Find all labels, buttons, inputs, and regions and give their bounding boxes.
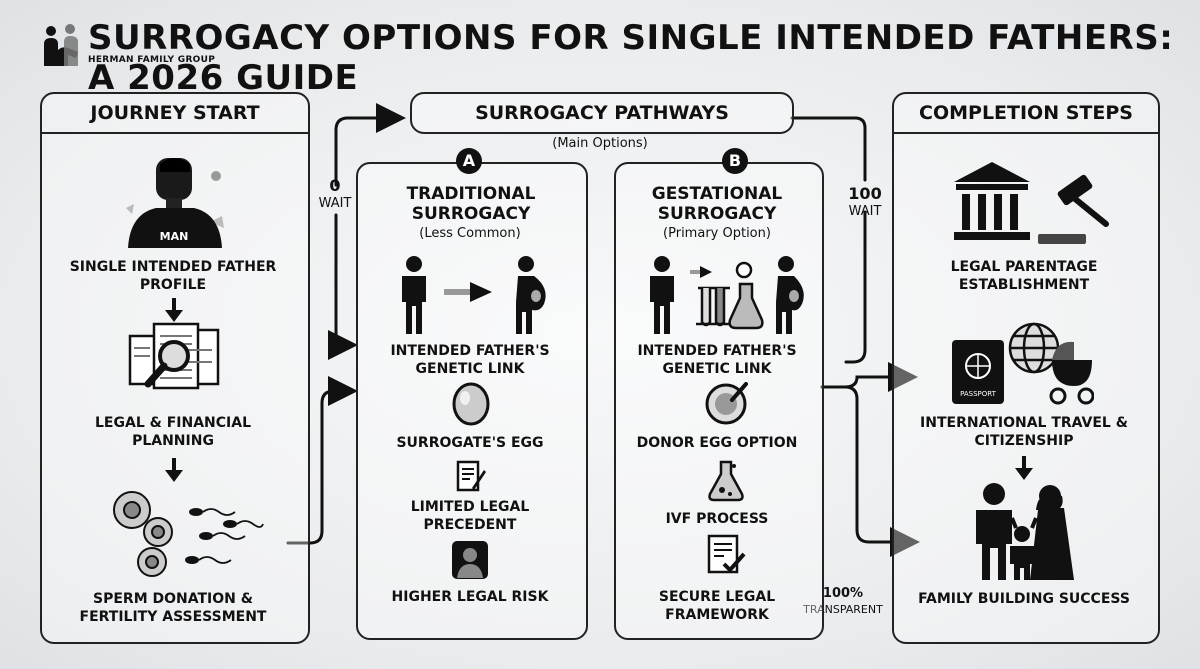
brand-name: HERMAN FAMILY GROUP: [88, 55, 216, 65]
pathways-heading: SURROGACY PATHWAYS: [475, 102, 729, 124]
courthouse-icon: [954, 162, 1030, 240]
wait-left-unit: WAIT: [318, 196, 352, 211]
pregnant-woman-icon: [776, 256, 804, 334]
petri-dish-icon: [705, 382, 748, 425]
option-b-note: (Primary Option): [663, 226, 771, 241]
option-a-genetic-link: INTENDED FATHER'S GENETIC LINK: [390, 343, 550, 377]
journey-start-heading: JOURNEY START: [42, 94, 308, 134]
globe-icon: [1008, 322, 1060, 374]
option-b-title: GESTATIONAL SURROGACY: [651, 184, 783, 224]
passport-icon: PASSPORT: [952, 340, 1004, 404]
gavel-icon: [1038, 174, 1109, 244]
option-a-legal-risk: HIGHER LEGAL RISK: [391, 589, 549, 605]
passport-text: PASSPORT: [960, 390, 997, 398]
wait-right-value: 100: [848, 184, 882, 203]
checklist-icon: [707, 534, 746, 574]
option-b-ivf-process: IVF PROCESS: [665, 511, 769, 527]
completion-family-success: FAMILY BUILDING SUCCESS: [918, 591, 1130, 607]
wait-right-unit: WAIT: [848, 204, 882, 219]
person-icon: [402, 256, 426, 334]
option-b-donor-egg: DONOR EGG OPTION: [636, 435, 798, 451]
family-icon: [976, 483, 1074, 580]
avatar-label: MAN: [160, 230, 189, 243]
arrow-down-icon: [165, 298, 183, 322]
wait-left-indicator: 0 WAIT: [312, 178, 358, 212]
arrow-down-icon: [1015, 456, 1033, 480]
gestational-genetic-icons: [650, 256, 804, 334]
completion-travel: INTERNATIONAL TRAVEL & CITIZENSHIP: [920, 415, 1128, 449]
document-pen-icon: [456, 460, 486, 492]
wait-right-indicator: 100 WAIT: [842, 186, 888, 220]
option-a-badge: A: [456, 148, 482, 174]
completion-legal-parentage: LEGAL PARENTAGE ESTABLISHMENT: [950, 259, 1098, 293]
pregnant-woman-icon: [516, 256, 546, 334]
documents-magnifier-icon: [128, 322, 220, 390]
journey-step-planning: LEGAL & FINANCIAL PLANNING: [95, 415, 251, 449]
legal-parentage-icons: [954, 162, 1109, 244]
pathways-header-box: SURROGACY PATHWAYS: [410, 92, 794, 134]
test-tubes-icon: [696, 286, 732, 327]
completion-heading: COMPLETION STEPS: [894, 94, 1158, 134]
option-b-badge: B: [722, 148, 748, 174]
pathways-subheading: (Main Options): [552, 136, 648, 151]
page-title: SURROGACY OPTIONS FOR SINGLE INTENDED FA…: [88, 18, 1174, 98]
family-logo-icon: [44, 24, 78, 66]
stroller-icon: [1049, 341, 1094, 405]
sperm-cells-icon: [113, 491, 264, 577]
egg-icon: [452, 382, 490, 426]
traditional-genetic-icons: [402, 256, 546, 334]
travel-citizenship-icons: PASSPORT: [952, 322, 1094, 405]
option-a-note: (Less Common): [419, 226, 521, 241]
arrow-right-icon: [444, 282, 492, 302]
journey-step-profile: SINGLE INTENDED FATHER PROFILE: [69, 259, 277, 293]
option-a-title: TRADITIONAL SURROGACY: [406, 184, 536, 224]
option-a-surrogate-egg: SURROGATE'S EGG: [396, 435, 544, 451]
journey-step-sperm-donation: SPERM DONATION & FERTILITY ASSESSMENT: [79, 591, 267, 625]
option-b-genetic-link: INTENDED FATHER'S GENETIC LINK: [637, 343, 797, 377]
transparent-value: 100%: [822, 586, 864, 601]
wait-left-value: 0: [329, 176, 341, 195]
person-icon: [650, 256, 674, 334]
user-silhouette-icon: [452, 541, 488, 579]
flask-icon: [728, 282, 764, 330]
man-avatar-icon: MAN: [126, 158, 224, 248]
option-b-legal-framework: SECURE LEGAL FRAMEWORK: [658, 589, 776, 623]
flask-icon: [708, 460, 744, 502]
arrow-down-icon: [165, 458, 183, 482]
option-a-legal-precedent: LIMITED LEGAL PRECEDENT: [410, 499, 530, 533]
